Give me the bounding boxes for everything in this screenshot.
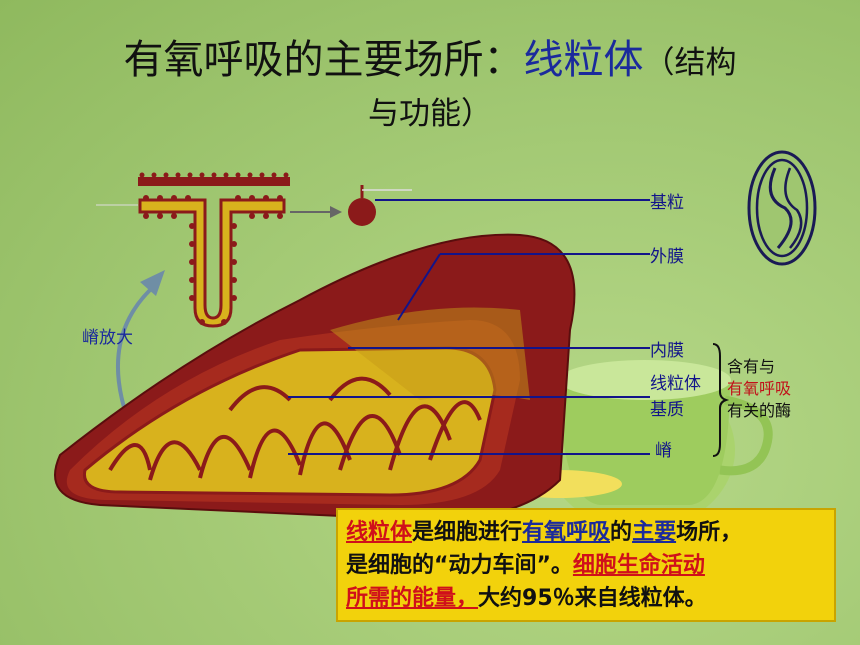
callout-waimo-diag bbox=[397, 253, 441, 321]
callout-lines bbox=[288, 199, 650, 455]
info-s4: 的 bbox=[610, 520, 633, 545]
info-s7: 是细胞的“动力车间”。 bbox=[346, 553, 573, 578]
label-neimo: 内膜 bbox=[650, 341, 684, 361]
title-part1: 有氧呼吸的主要场所： bbox=[123, 37, 524, 83]
enlarge-arrow bbox=[116, 270, 165, 421]
enzyme-line3: 有关的酶 bbox=[727, 401, 792, 420]
mitochondrion-cross-section bbox=[747, 150, 817, 266]
tea-cup-image bbox=[498, 360, 773, 530]
label-jizhi-2: 基质 bbox=[650, 400, 684, 420]
info-s6: 场所， bbox=[676, 520, 743, 545]
title-part2: 线粒体 bbox=[523, 37, 644, 83]
label-jiliz: 基粒 bbox=[650, 193, 684, 213]
enzyme-line2: 有氧呼吸 bbox=[727, 379, 792, 398]
info-box: 线粒体是细胞进行有氧呼吸的主要场所， 是细胞的“动力车间”。细胞生命活动 所需的… bbox=[336, 508, 836, 622]
enzyme-brace bbox=[712, 343, 730, 457]
mitochondrion-body bbox=[54, 233, 576, 522]
info-s9: 所需的能量， bbox=[346, 586, 479, 611]
label-jizhi-1: 线粒体 bbox=[650, 374, 701, 394]
info-s5: 主要 bbox=[632, 520, 677, 545]
info-s3: 有氧呼吸 bbox=[522, 520, 611, 545]
label-ji: 嵴 bbox=[655, 441, 672, 461]
label-waimo: 外膜 bbox=[650, 247, 684, 267]
crista-enlargement bbox=[96, 172, 412, 328]
page-title: 有氧呼吸的主要场所：线粒体（结构 bbox=[0, 36, 860, 87]
info-s10: 大约95％来自线粒体。 bbox=[478, 586, 707, 611]
page-title-line2: 与功能） bbox=[368, 96, 492, 132]
label-ji-enlarge: 嵴放大 bbox=[82, 328, 133, 348]
info-s8: 细胞生命活动 bbox=[572, 553, 705, 578]
enzyme-line1: 含有与 bbox=[727, 357, 776, 376]
title-part3: （结构 bbox=[643, 45, 737, 81]
info-s1: 线粒体 bbox=[346, 520, 413, 545]
enzyme-note: 含有与 有氧呼吸 有关的酶 bbox=[727, 356, 791, 422]
info-s2: 是细胞进行 bbox=[412, 520, 523, 545]
